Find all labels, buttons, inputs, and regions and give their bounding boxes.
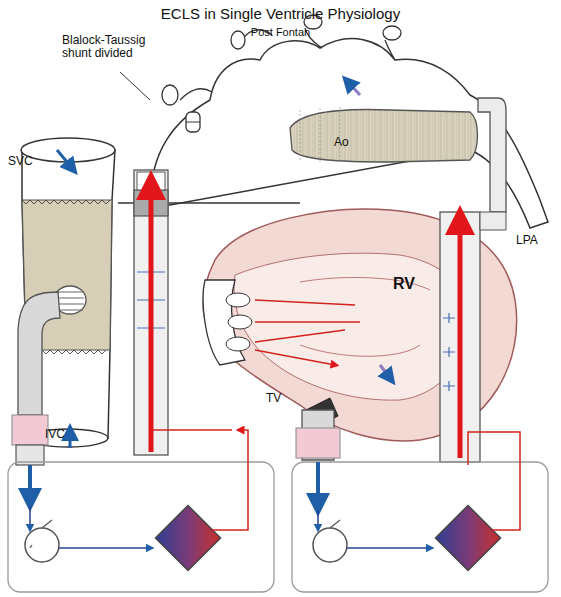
anatomy-label: Ao (334, 136, 374, 149)
shunt-label: Blalock-Taussig shunt divided (62, 34, 172, 60)
diagram-title: ECLS in Single Ventricle Physiology (0, 6, 561, 23)
anatomy-label: RV (393, 275, 433, 293)
anatomy-label: SVC (8, 155, 48, 168)
anatomy-label: IVC (45, 428, 85, 441)
anatomy-label: TV (266, 392, 306, 405)
anatomy-label: LPA (516, 234, 561, 247)
